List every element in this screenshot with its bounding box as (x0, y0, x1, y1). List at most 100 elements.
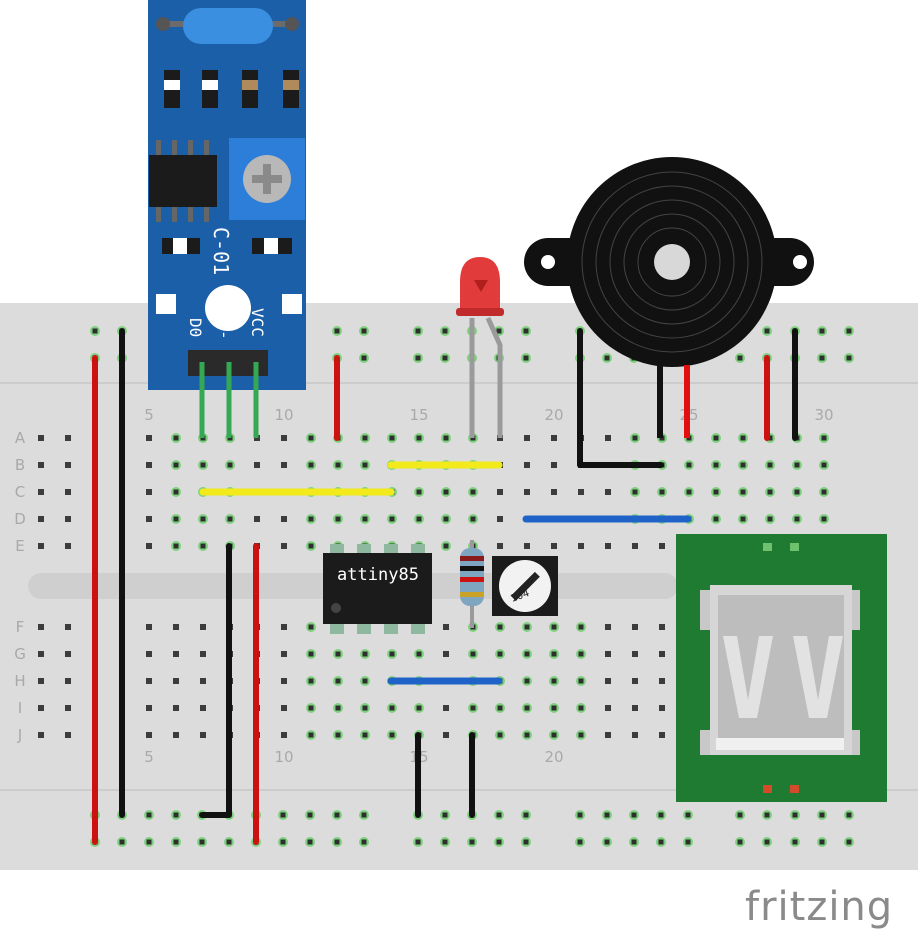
connected-hole-center (740, 435, 746, 441)
breadboard-hole (632, 624, 638, 630)
connected-hole-center (335, 462, 341, 468)
usb-breakout-board (676, 534, 887, 802)
breadboard-hole (38, 543, 44, 549)
connected-hole-center (280, 812, 286, 818)
connected-hole-center (442, 328, 448, 334)
breadboard-hole (443, 705, 449, 711)
connected-hole-center (740, 462, 746, 468)
connected-hole-center (604, 812, 610, 818)
breadboard-hole (551, 462, 557, 468)
row-label: J (17, 726, 22, 744)
breadboard-hole (497, 489, 503, 495)
row-label: G (14, 645, 26, 663)
connected-hole-center (523, 355, 529, 361)
connected-hole-center (92, 328, 98, 334)
connected-hole-center (308, 435, 314, 441)
connected-hole-center (443, 435, 449, 441)
connected-hole-center (846, 328, 852, 334)
breadboard-hole (551, 543, 557, 549)
connected-hole-center (819, 839, 825, 845)
breadboard-hole (200, 732, 206, 738)
breadboard-hole (65, 732, 71, 738)
connected-hole-center (686, 462, 692, 468)
wire-black-buzzer-gnd (577, 328, 664, 468)
connected-hole-center (737, 355, 743, 361)
breadboard-hole (632, 732, 638, 738)
connected-hole-center (227, 516, 233, 522)
wire-black-gnd-e (199, 543, 232, 818)
connected-hole-center (496, 812, 502, 818)
connected-hole-center (200, 462, 206, 468)
connected-hole-center (335, 516, 341, 522)
column-label: 30 (814, 406, 833, 424)
connected-hole-center (308, 624, 314, 630)
connected-hole-center (821, 489, 827, 495)
connected-hole-center (713, 435, 719, 441)
connected-hole-center (361, 355, 367, 361)
connected-hole-center (496, 839, 502, 845)
breadboard-hole (38, 705, 44, 711)
connected-hole-center (846, 812, 852, 818)
breadboard-hole (38, 462, 44, 468)
connected-hole-center (524, 678, 530, 684)
connected-hole-center (551, 624, 557, 630)
breadboard-hole (65, 624, 71, 630)
row-label: C (15, 483, 25, 501)
column-label: 10 (274, 748, 293, 766)
breadboard-hole (200, 705, 206, 711)
connected-hole-center (737, 839, 743, 845)
connected-hole-center (578, 624, 584, 630)
connected-hole-center (819, 328, 825, 334)
row-label: E (15, 537, 24, 555)
connected-hole-center (416, 705, 422, 711)
row-label: B (15, 456, 25, 474)
connected-hole-center (146, 839, 152, 845)
connected-hole-center (470, 651, 476, 657)
breadboard-hole (65, 543, 71, 549)
connected-hole-center (764, 328, 770, 334)
breadboard-hole (146, 543, 152, 549)
breadboard-hole (659, 678, 665, 684)
breadboard-hole (38, 732, 44, 738)
breadboard-hole (65, 705, 71, 711)
connected-hole-center (713, 516, 719, 522)
breadboard-hole (65, 435, 71, 441)
connected-hole-center (577, 839, 583, 845)
connected-hole-center (335, 705, 341, 711)
connected-hole-center (280, 839, 286, 845)
connected-hole-center (362, 651, 368, 657)
connected-hole-center (685, 812, 691, 818)
breadboard-hole (38, 516, 44, 522)
connected-hole-center (173, 543, 179, 549)
breadboard-hole (605, 732, 611, 738)
connected-hole-center (443, 489, 449, 495)
attiny85-chip: attiny85 (323, 544, 432, 634)
breadboard-hole (38, 435, 44, 441)
breadboard-hole (632, 678, 638, 684)
connected-hole-center (146, 812, 152, 818)
connected-hole-center (578, 705, 584, 711)
breadboard-hole (146, 705, 152, 711)
breadboard-hole (443, 732, 449, 738)
column-label: 10 (274, 406, 293, 424)
breadboard-hole (578, 489, 584, 495)
connected-hole-center (551, 651, 557, 657)
connected-hole-center (226, 839, 232, 845)
connected-hole-center (821, 462, 827, 468)
connected-hole-center (334, 328, 340, 334)
breadboard-hole (146, 516, 152, 522)
usb-contact-right-icon (793, 636, 843, 718)
column-label: 5 (144, 748, 154, 766)
connected-hole-center (415, 839, 421, 845)
connected-hole-center (740, 516, 746, 522)
connected-hole-center (308, 516, 314, 522)
breadboard-hole (443, 624, 449, 630)
breadboard-hole (524, 489, 530, 495)
connected-hole-center (578, 651, 584, 657)
breadboard-hole (38, 624, 44, 630)
breadboard-hole (659, 624, 665, 630)
connected-hole-center (631, 812, 637, 818)
breadboard-hole (38, 489, 44, 495)
row-label: D (14, 510, 26, 528)
